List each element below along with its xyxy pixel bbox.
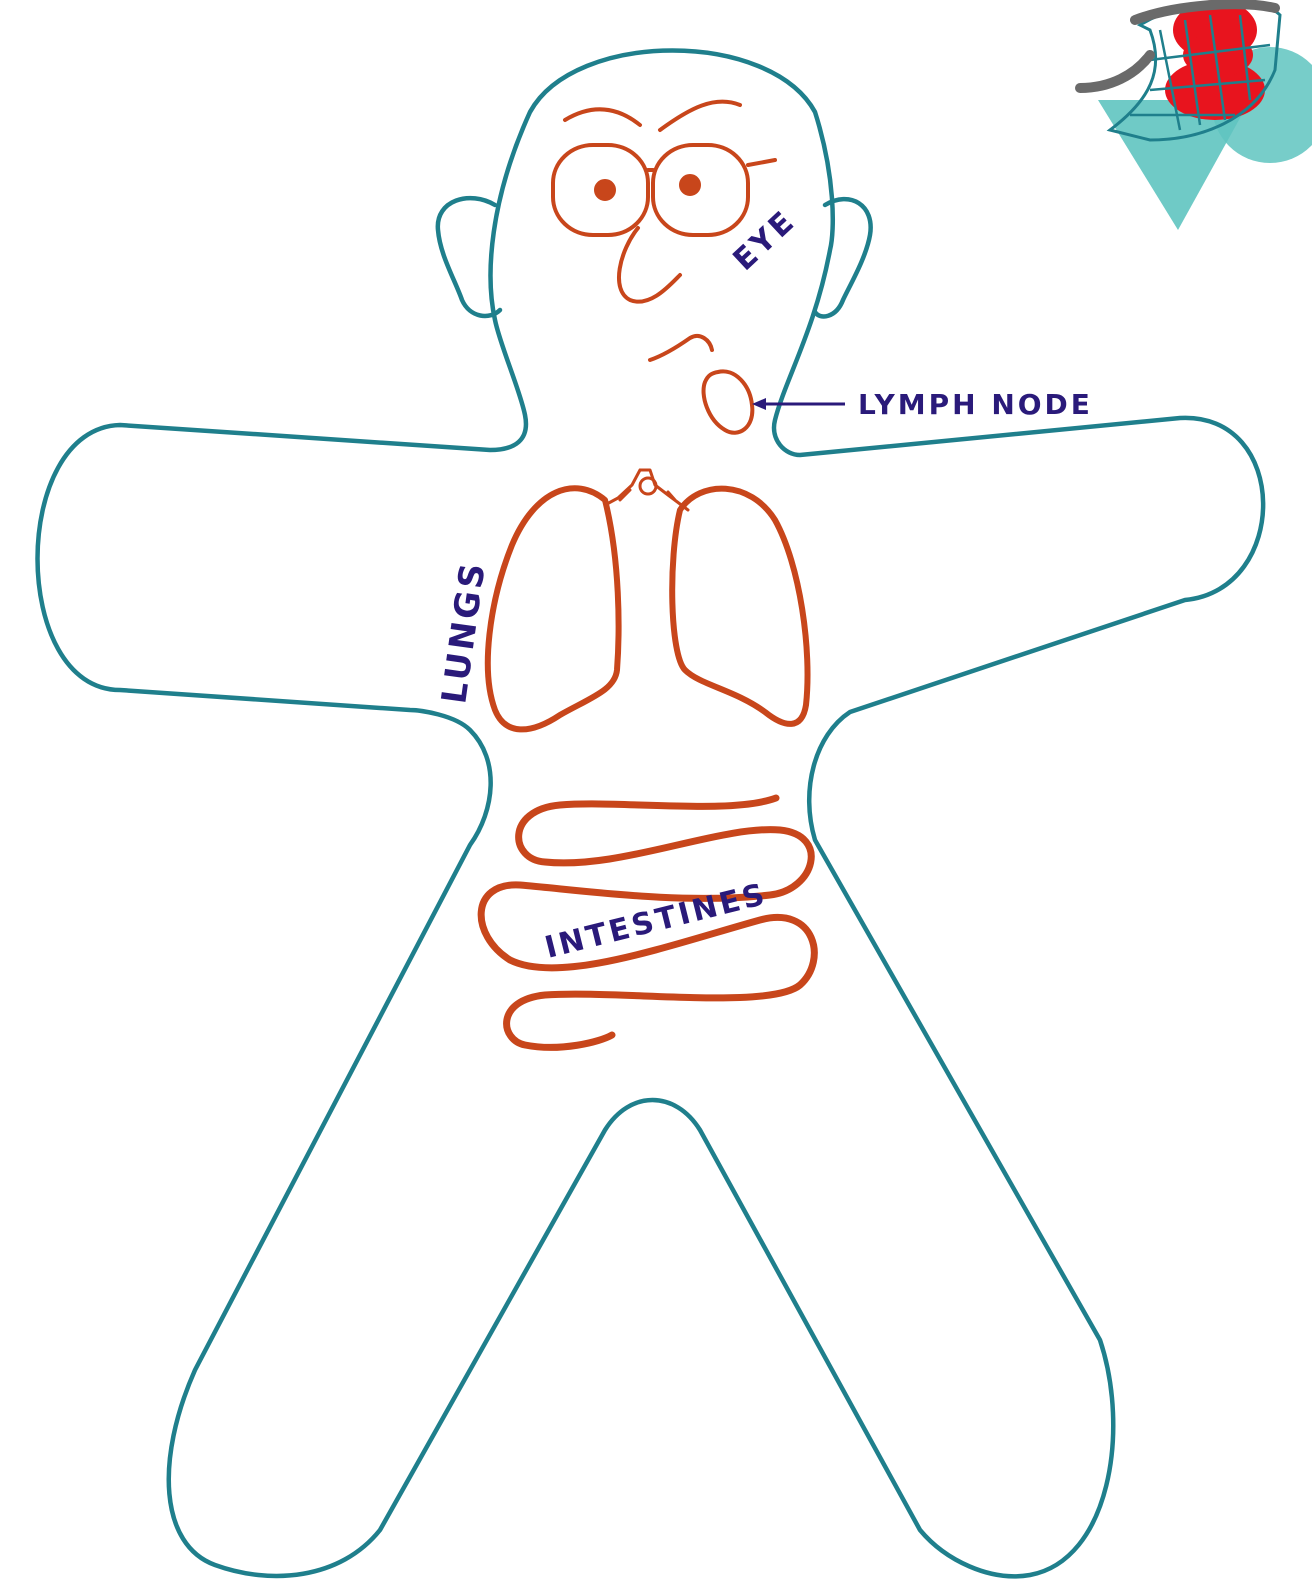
glasses-temple-right [748,160,775,165]
right-glasses-lens [653,145,748,235]
left-lung [488,488,619,729]
lungs-organ [488,470,808,729]
net-capturing-red-cells-icon [1080,0,1312,230]
bronchi-node [640,478,656,494]
right-lung [672,489,807,724]
lymph-node-label: LYMPH NODE [858,388,1093,421]
face [553,102,775,360]
left-eye-pupil [596,181,614,199]
lymph-node-pointer-arrow [752,398,845,410]
lungs-label: LUNGS [434,558,494,706]
body-outline [38,51,1264,1577]
left-eyebrow [565,109,640,125]
nose [619,228,680,302]
mouth [650,336,712,360]
right-eye-pupil [681,176,699,194]
eye-label: EYE [727,203,803,278]
trachea [605,470,688,510]
right-eyebrow [660,102,740,130]
lymph-node [704,371,753,432]
